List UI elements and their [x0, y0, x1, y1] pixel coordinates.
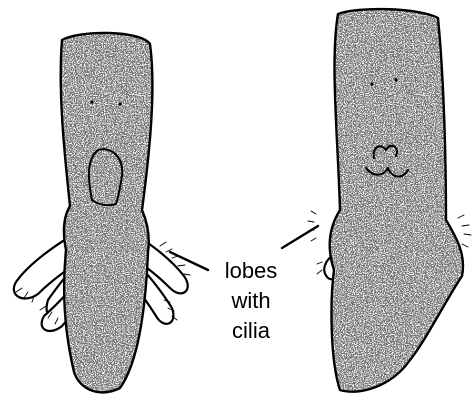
left-eye-dot — [90, 100, 93, 103]
label-line-3: cilia — [196, 316, 306, 346]
right-eye-dot — [394, 78, 397, 81]
leader-line-right — [282, 226, 318, 248]
label-line-1: lobes — [196, 256, 306, 286]
left-eye-dot — [118, 102, 121, 105]
label-line-2: with — [196, 286, 306, 316]
lobes-with-cilia-label: lobes with cilia — [196, 256, 306, 346]
right-eye-dot — [370, 82, 373, 85]
left-specimen-icon — [14, 20, 190, 400]
right-specimen-icon — [308, 0, 471, 400]
